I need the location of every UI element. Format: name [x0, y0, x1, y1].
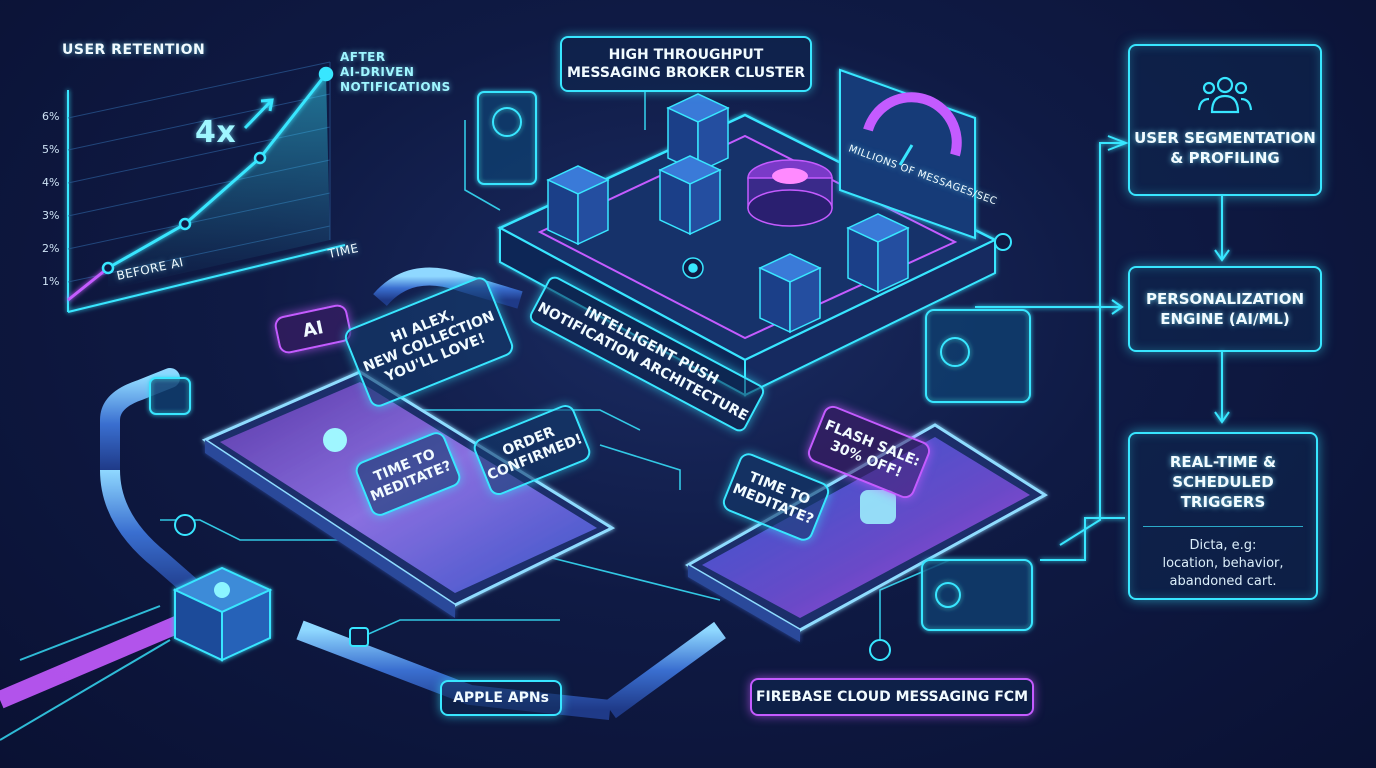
triggers-text: REAL-TIME & SCHEDULED TRIGGERS [1169, 453, 1277, 511]
y-tick-5: 5% [42, 143, 60, 156]
server-nodes [546, 93, 910, 334]
chart-points [101, 66, 334, 275]
y-tick-2: 2% [42, 242, 60, 255]
y-tick-1: 1% [42, 275, 60, 288]
broker-title: HIGH THROUGHPUT MESSAGING BROKER CLUSTER [560, 36, 812, 92]
profile-panel [925, 309, 1031, 403]
apns-cube [172, 566, 273, 662]
y-tick-4: 4% [42, 176, 60, 189]
broker-hub [682, 257, 704, 279]
globe-panel [477, 91, 537, 185]
chart-point-4 [318, 66, 334, 82]
users-icon [1197, 76, 1253, 114]
triggers-box: REAL-TIME & SCHEDULED TRIGGERS Dicta, e.… [1128, 432, 1318, 600]
chart-series-line [107, 73, 328, 270]
server-3 [658, 155, 722, 236]
gauge-panel [839, 68, 976, 240]
chart-axes [67, 90, 346, 313]
engine-text: PERSONALIZATION ENGINE (AI/ML) [1145, 290, 1305, 328]
server-5 [758, 253, 822, 334]
chart-point-1 [101, 261, 115, 275]
personalization-engine-box: PERSONALIZATION ENGINE (AI/ML) [1128, 266, 1322, 352]
chart-title: USER RETENTION [62, 42, 206, 58]
triggers-divider [1143, 526, 1303, 527]
y-tick-3: 3% [42, 209, 60, 222]
profile-card-bottom [921, 559, 1033, 631]
y-tick-6: 6% [42, 110, 60, 123]
side-panels [149, 91, 1033, 631]
chart-point-3 [253, 151, 267, 165]
broker-core [747, 159, 833, 227]
server-1 [546, 165, 610, 246]
server-4 [846, 213, 910, 294]
chart-grid [67, 61, 331, 283]
segmentation-text: USER SEGMENTATION & PROFILING [1134, 129, 1316, 167]
user-segmentation-box: USER SEGMENTATION & PROFILING [1128, 44, 1322, 196]
triggers-description: Dicta, e.g: location, behavior, abandone… [1162, 538, 1284, 589]
flow-connectors [975, 135, 1230, 561]
chart-line-before [67, 266, 109, 302]
growth-arrow [243, 98, 274, 130]
android-device [684, 423, 1048, 642]
chart-multiplier: 4x [195, 115, 237, 150]
chart-after-label: AFTER AI-DRIVEN NOTIFICATIONS [340, 50, 451, 94]
fcm-label: FIREBASE CLOUD MESSAGING FCM [750, 678, 1034, 716]
apple-apns-label: APPLE APNs [440, 680, 562, 716]
chart-point-2 [178, 217, 192, 231]
chat-icon-small [149, 377, 191, 415]
small-node-icons [174, 233, 1012, 661]
chart-area [108, 74, 330, 290]
